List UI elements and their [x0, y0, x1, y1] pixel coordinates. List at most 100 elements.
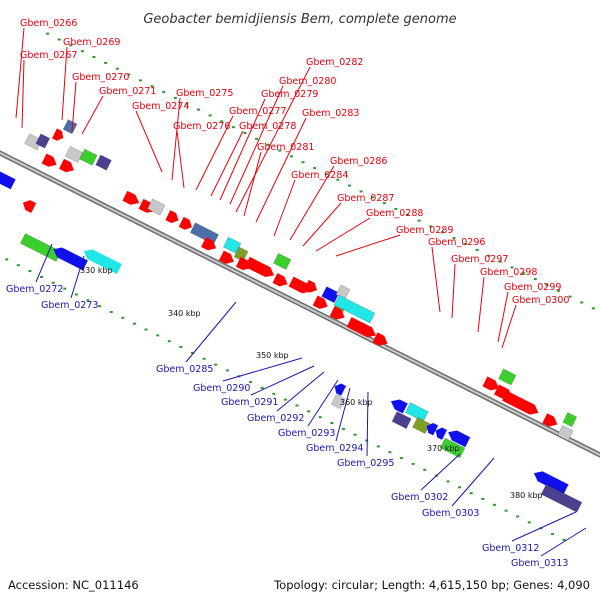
tick-dot: [255, 137, 259, 140]
tick-dot: [516, 515, 520, 518]
feature-4: [41, 153, 57, 167]
feature-15: [53, 247, 88, 271]
reverse-gene-label: Gbem_0285: [156, 364, 213, 375]
feature-48: [439, 437, 466, 459]
tick-dot: [324, 172, 328, 175]
tick-dot: [104, 61, 108, 64]
reverse-gene-label: Gbem_0293: [278, 428, 335, 439]
forward-gene-label: Gbem_0283: [302, 108, 359, 119]
reverse-gene-label: Gbem_0272: [6, 284, 63, 295]
tick-dot: [464, 243, 468, 246]
tick-dot: [249, 381, 253, 384]
tick-dot: [341, 427, 345, 430]
feature-arrow-forward: [59, 158, 75, 173]
feature-box: [557, 425, 574, 442]
tick-dot: [417, 219, 421, 222]
tick-dot: [446, 480, 450, 483]
tick-dot: [185, 102, 189, 105]
feature-3: [62, 119, 78, 135]
feature-box: [189, 222, 219, 245]
feature-47: [448, 430, 471, 448]
forward-gene-label: Gbem_0269: [63, 37, 120, 48]
scale-tick-label: 370 kbp: [427, 444, 460, 453]
tick-dot: [382, 202, 386, 205]
feature-21: [201, 237, 217, 251]
tick-dot: [492, 503, 496, 506]
feature-box: [391, 411, 412, 429]
forward-gene-label: Gbem_0277: [229, 106, 286, 117]
feature-arrow-forward: [542, 413, 558, 427]
forward-gene-label: Gbem_0284: [291, 170, 348, 181]
tick-dot: [522, 272, 526, 275]
tick-dot: [57, 38, 61, 41]
reverse-gene-label: Gbem_0303: [422, 508, 479, 519]
tick-dot: [197, 108, 201, 111]
tick-dot: [580, 301, 584, 304]
feature-arrow-forward: [272, 273, 288, 287]
feature-27: [272, 273, 288, 287]
feature-35: [312, 295, 328, 309]
reverse-label-line: [451, 457, 495, 507]
tick-dot: [475, 248, 479, 251]
feature-arrow-forward: [372, 332, 388, 346]
feature-17: [147, 198, 166, 216]
feature-43: [391, 411, 412, 429]
forward-label-line: [302, 202, 342, 247]
tick-dot: [220, 120, 224, 123]
feature-57: [540, 483, 583, 513]
feature-55: [557, 425, 574, 442]
feature-arrow-forward: [312, 295, 328, 309]
tick-dot: [231, 126, 235, 129]
tick-dot: [179, 346, 183, 349]
reverse-gene-label: Gbem_0273: [41, 300, 98, 311]
tick-dot: [173, 96, 177, 99]
tick-dot: [225, 369, 229, 372]
feature-box: [273, 252, 292, 270]
feature-arrow-reverse: [448, 430, 471, 448]
feature-34: [333, 294, 376, 324]
tick-dot: [214, 363, 218, 366]
forward-label-line: [21, 59, 25, 129]
scale-tick-label: 340 kbp: [168, 309, 201, 318]
forward-label-line: [210, 130, 244, 197]
reverse-gene-label: Gbem_0291: [221, 397, 278, 408]
feature-2: [51, 128, 64, 141]
tick-dot: [208, 114, 212, 117]
feature-box: [405, 402, 429, 422]
tick-dot: [400, 457, 404, 460]
feature-box: [233, 246, 249, 262]
feature-arrow-reverse: [426, 423, 439, 436]
feature-40: [330, 394, 346, 410]
reverse-gene-label: Gbem_0302: [391, 492, 448, 503]
forward-label-line: [61, 46, 68, 121]
feature-box: [79, 148, 98, 166]
tick-dot: [510, 266, 514, 269]
feature-box: [321, 286, 340, 304]
label-lines-layer: [15, 27, 587, 557]
feature-arrow-reverse: [435, 427, 447, 440]
feature-arrow-forward: [482, 376, 500, 391]
tick-dot: [144, 328, 148, 331]
forward-label-line: [315, 217, 371, 252]
tick-dot: [394, 207, 398, 210]
tick-dot: [156, 334, 160, 337]
forward-gene-label: Gbem_0270: [72, 72, 129, 83]
reverse-gene-label: Gbem_0292: [247, 413, 304, 424]
tick-dot: [452, 237, 456, 240]
reverse-label-line: [335, 387, 351, 442]
forward-label-line: [195, 115, 234, 191]
feature-23: [233, 246, 249, 262]
tick-dot: [150, 85, 154, 88]
tick-dot: [318, 416, 322, 419]
feature-29: [273, 252, 292, 270]
tick-dot: [16, 264, 20, 267]
feature-arrow-forward: [329, 306, 345, 320]
feature-6: [64, 146, 84, 163]
feature-26: [244, 256, 275, 278]
tick-dot: [191, 351, 195, 354]
feature-box: [412, 417, 431, 434]
tick-dot: [365, 439, 369, 442]
tick-dot: [51, 281, 55, 284]
tick-dot: [162, 91, 166, 94]
